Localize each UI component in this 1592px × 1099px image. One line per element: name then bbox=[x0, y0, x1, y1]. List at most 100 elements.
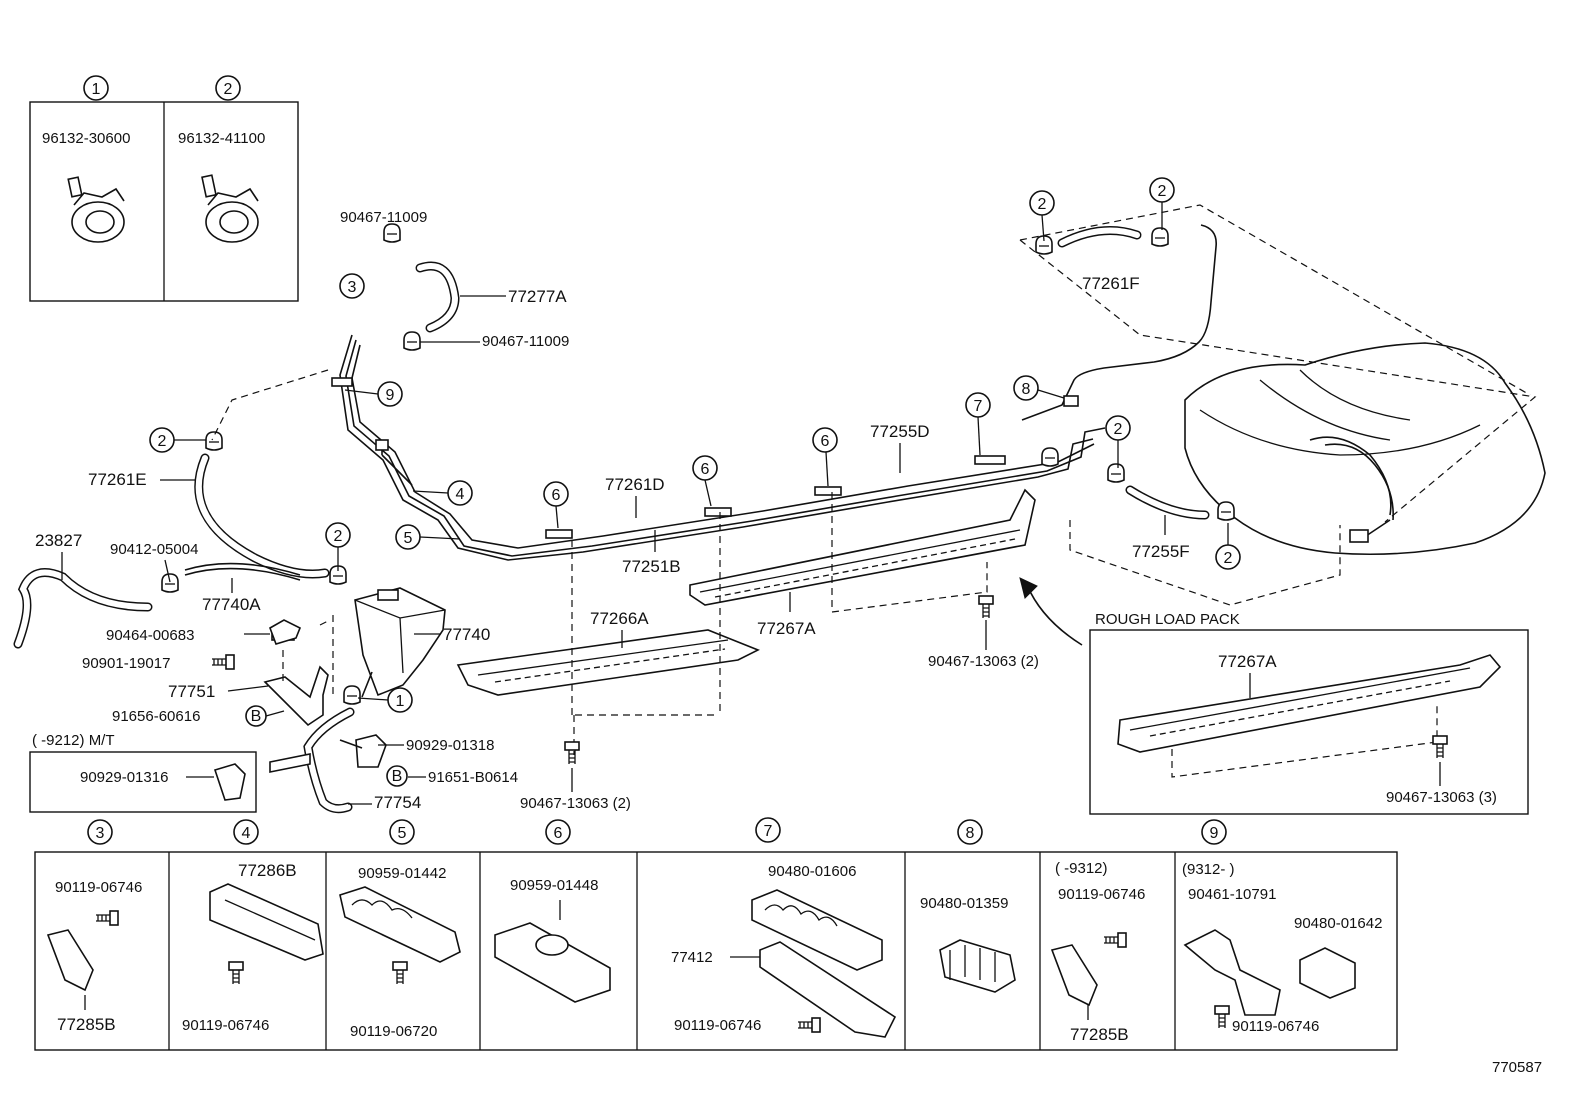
tube-clamp-6a bbox=[545, 529, 573, 539]
part-96132-41100: 96132-41100 bbox=[178, 130, 265, 147]
tube-clamp-6c bbox=[814, 486, 842, 496]
panel-4-part-bolt: 90119-06746 bbox=[182, 1017, 269, 1034]
panel-7-part-clamp: 90480-01606 bbox=[768, 863, 856, 880]
label-mt-note: ( -9212) M/T bbox=[32, 732, 115, 749]
hose-clamp-1-drawing bbox=[67, 176, 125, 243]
callout-5-main: 5 bbox=[404, 530, 413, 547]
hose-clamp-2-drawing bbox=[201, 174, 259, 243]
callout-2-d: 2 bbox=[1114, 421, 1123, 438]
label-77740: 77740 bbox=[443, 625, 490, 644]
panel-9a-date-note: ( -9312) bbox=[1055, 860, 1108, 877]
label-77261F: 77261F bbox=[1082, 274, 1140, 293]
label-77266A: 77266A bbox=[590, 609, 649, 628]
bolt-b-marker-1: B bbox=[251, 708, 262, 725]
fuel-tube-bundle bbox=[331, 224, 1218, 561]
callout-3-main: 3 bbox=[348, 279, 357, 296]
callout-6-a: 6 bbox=[552, 487, 561, 504]
panel-3-part-bolt: 90119-06746 bbox=[55, 879, 142, 896]
panel-9a-part-bolt: 90119-06746 bbox=[1058, 886, 1145, 903]
dashed-leaders bbox=[211, 369, 1438, 778]
part-labels: 90467-11009 77277A 90467-11009 77261F 77… bbox=[32, 209, 1497, 812]
part-96132-30600: 96132-30600 bbox=[42, 130, 130, 147]
callout-7-main: 7 bbox=[974, 398, 983, 415]
panel-7-num: 7 bbox=[764, 823, 773, 840]
label-77754: 77754 bbox=[374, 793, 421, 812]
callout-4-main: 4 bbox=[456, 486, 465, 503]
panel-9-part-bolt: 90119-06746 bbox=[1232, 1018, 1319, 1035]
label-90929-01316: 90929-01316 bbox=[80, 769, 168, 786]
label-77267A-rough: 77267A bbox=[1218, 652, 1277, 671]
callout-8-main: 8 bbox=[1022, 381, 1031, 398]
panel-6-num: 6 bbox=[554, 825, 563, 842]
panel-6-part-clamp: 90959-01448 bbox=[510, 877, 598, 894]
arrow-to-rough-pack bbox=[1026, 584, 1083, 646]
label-91651-B0614: 91651-B0614 bbox=[428, 769, 518, 786]
label-90412-05004: 90412-05004 bbox=[110, 541, 198, 558]
label-90467-11009-top: 90467-11009 bbox=[340, 209, 427, 226]
panel-9-date-note: (9312- ) bbox=[1182, 861, 1235, 878]
callout-2-box: 2 bbox=[224, 81, 233, 98]
fuel-tank bbox=[1184, 342, 1546, 556]
hoses bbox=[13, 226, 1210, 814]
panel-5-part-bolt: 90119-06720 bbox=[350, 1023, 437, 1040]
label-77255F: 77255F bbox=[1132, 542, 1190, 561]
bolt-b-markers: B B bbox=[245, 705, 408, 787]
panel-9a-part-bracket: 77285B bbox=[1070, 1025, 1129, 1044]
tube-clamp-9 bbox=[331, 377, 353, 387]
panel-7-part-bracket: 77412 bbox=[671, 949, 713, 966]
tube-clamp-6b bbox=[704, 507, 732, 517]
panel-4-part-clamp: 77286B bbox=[238, 861, 297, 880]
callout-2-b: 2 bbox=[1038, 196, 1047, 213]
label-77740A: 77740A bbox=[202, 595, 261, 614]
label-77751: 77751 bbox=[168, 682, 215, 701]
label-77251B: 77251B bbox=[622, 557, 681, 576]
label-91656-60616: 91656-60616 bbox=[112, 708, 200, 725]
callout-6-c: 6 bbox=[821, 433, 830, 450]
label-rough-load-pack: ROUGH LOAD PACK bbox=[1095, 611, 1240, 628]
label-90464-00683: 90464-00683 bbox=[106, 627, 194, 644]
label-90467-13063-c: 90467-13063 (3) bbox=[1386, 789, 1497, 806]
panel-3-num: 3 bbox=[96, 825, 105, 842]
panel-3-part-bracket: 77285B bbox=[57, 1015, 116, 1034]
panel-5-num: 5 bbox=[398, 825, 407, 842]
callout-2-c: 2 bbox=[1158, 183, 1167, 200]
panel-5-part-clamp: 90959-01442 bbox=[358, 865, 446, 882]
label-77267A: 77267A bbox=[757, 619, 816, 638]
callout-1-main: 1 bbox=[396, 693, 405, 710]
label-77277A: 77277A bbox=[508, 287, 567, 306]
callout-2-e: 2 bbox=[1224, 550, 1233, 567]
label-90467-11009-bottom: 90467-11009 bbox=[482, 333, 569, 350]
panel-9-part-cushion: 90480-01642 bbox=[1294, 915, 1382, 932]
panel-8-num: 8 bbox=[966, 825, 975, 842]
inset-box-clips: 1 2 96132-30600 96132-41100 bbox=[29, 75, 299, 302]
callout-9-main: 9 bbox=[386, 387, 395, 404]
label-77261D: 77261D bbox=[605, 475, 665, 494]
callout-2-f: 2 bbox=[334, 528, 343, 545]
callout-6-b: 6 bbox=[701, 461, 710, 478]
bottom-detail-panels: 3 90119-06746 77285B 4 77286B 90119-0674… bbox=[34, 817, 1398, 1051]
clip-bolts bbox=[564, 595, 1448, 765]
label-23827: 23827 bbox=[35, 531, 82, 550]
label-90467-13063-a: 90467-13063 (2) bbox=[928, 653, 1039, 670]
rough-load-pack-box bbox=[1089, 629, 1529, 815]
panel-9-part-bracket: 90461-10791 bbox=[1188, 886, 1276, 903]
label-90901-19017: 90901-19017 bbox=[82, 655, 170, 672]
panel-8-part-clamp: 90480-01359 bbox=[920, 895, 1008, 912]
callout-1-box: 1 bbox=[92, 81, 101, 98]
tube-clamp-7 bbox=[974, 455, 1006, 465]
diagram-id: 770587 bbox=[1492, 1059, 1542, 1076]
panel-4-num: 4 bbox=[242, 825, 251, 842]
bolt-b-marker-2: B bbox=[392, 768, 403, 785]
label-77255D: 77255D bbox=[870, 422, 930, 441]
label-90467-13063-b: 90467-13063 (2) bbox=[520, 795, 631, 812]
tank-dashed-outline bbox=[1019, 204, 1537, 523]
label-90929-01318: 90929-01318 bbox=[406, 737, 494, 754]
panel-7-part-bolt: 90119-06746 bbox=[674, 1017, 761, 1034]
panel-9-num: 9 bbox=[1210, 825, 1219, 842]
mt-note-box bbox=[29, 751, 257, 813]
fuel-tube-protectors bbox=[456, 488, 1036, 696]
label-77261E: 77261E bbox=[88, 470, 147, 489]
callout-2-a: 2 bbox=[158, 433, 167, 450]
charcoal-canister-77740 bbox=[354, 587, 446, 698]
